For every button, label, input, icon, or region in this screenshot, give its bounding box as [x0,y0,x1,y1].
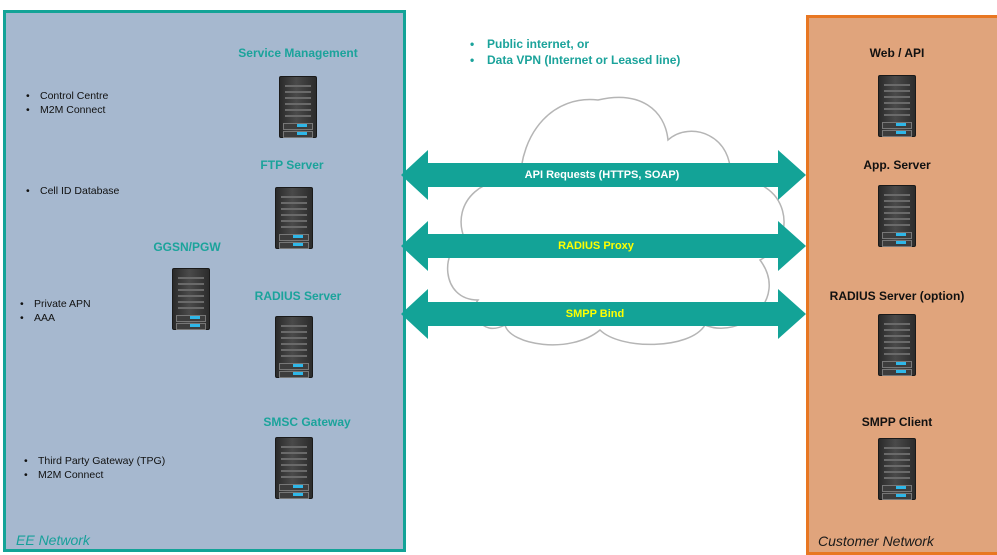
bullet-item: Cell ID Database [26,184,119,198]
bullet-item: Private APN [20,297,91,311]
bullet-item: AAA [20,311,91,325]
ee-network-label: EE Network [16,532,90,548]
ggsn-pgw-label: GGSN/PGW [153,240,221,254]
smpp-bind-arrow [401,289,806,339]
service-management-label: Service Management [238,46,358,60]
bullet-item: M2M Connect [26,103,108,117]
smsc-gateway-label: SMSC Gateway [263,415,351,429]
bullet-item: Control Centre [26,89,108,103]
ggsn-pgw-server-icon [172,268,210,330]
api-requests-arrow [401,150,806,200]
web-api-label: Web / API [869,46,925,60]
radius-proxy-label: RADIUS Proxy [558,240,634,252]
bullet-item: Third Party Gateway (TPG) [24,454,165,468]
radius-server-option-label: RADIUS Server (option) [829,289,965,303]
service-management-bullets: Control Centre M2M Connect [26,89,108,117]
ftp-server-label: FTP Server [260,158,324,172]
connection-options-list: Public internet, or Data VPN (Internet o… [470,36,680,68]
radius-server-icon [275,316,313,378]
customer-radius-server-icon [878,314,916,376]
app-server-icon [878,185,916,247]
connection-option: Public internet, or [470,36,680,52]
ftp-server-icon [275,187,313,249]
smsc-gateway-server-icon [275,437,313,499]
bullet-item: M2M Connect [24,468,165,482]
radius-server-label: RADIUS Server [254,289,342,303]
smpp-client-label: SMPP Client [861,415,933,429]
app-server-label: App. Server [863,158,931,172]
web-api-server-icon [878,75,916,137]
customer-network-label: Customer Network [818,533,934,549]
radius-proxy-arrow [401,221,806,271]
smpp-client-server-icon [878,438,916,500]
smsc-bullets: Third Party Gateway (TPG) M2M Connect [24,454,165,482]
service-management-server-icon [279,76,317,138]
api-requests-label: API Requests (HTTPS, SOAP) [524,169,680,181]
ggsn-bullets: Private APN AAA [20,297,91,325]
connection-option: Data VPN (Internet or Leased line) [470,52,680,68]
ftp-server-bullets: Cell ID Database [26,184,119,198]
smpp-bind-label: SMPP Bind [565,308,625,320]
